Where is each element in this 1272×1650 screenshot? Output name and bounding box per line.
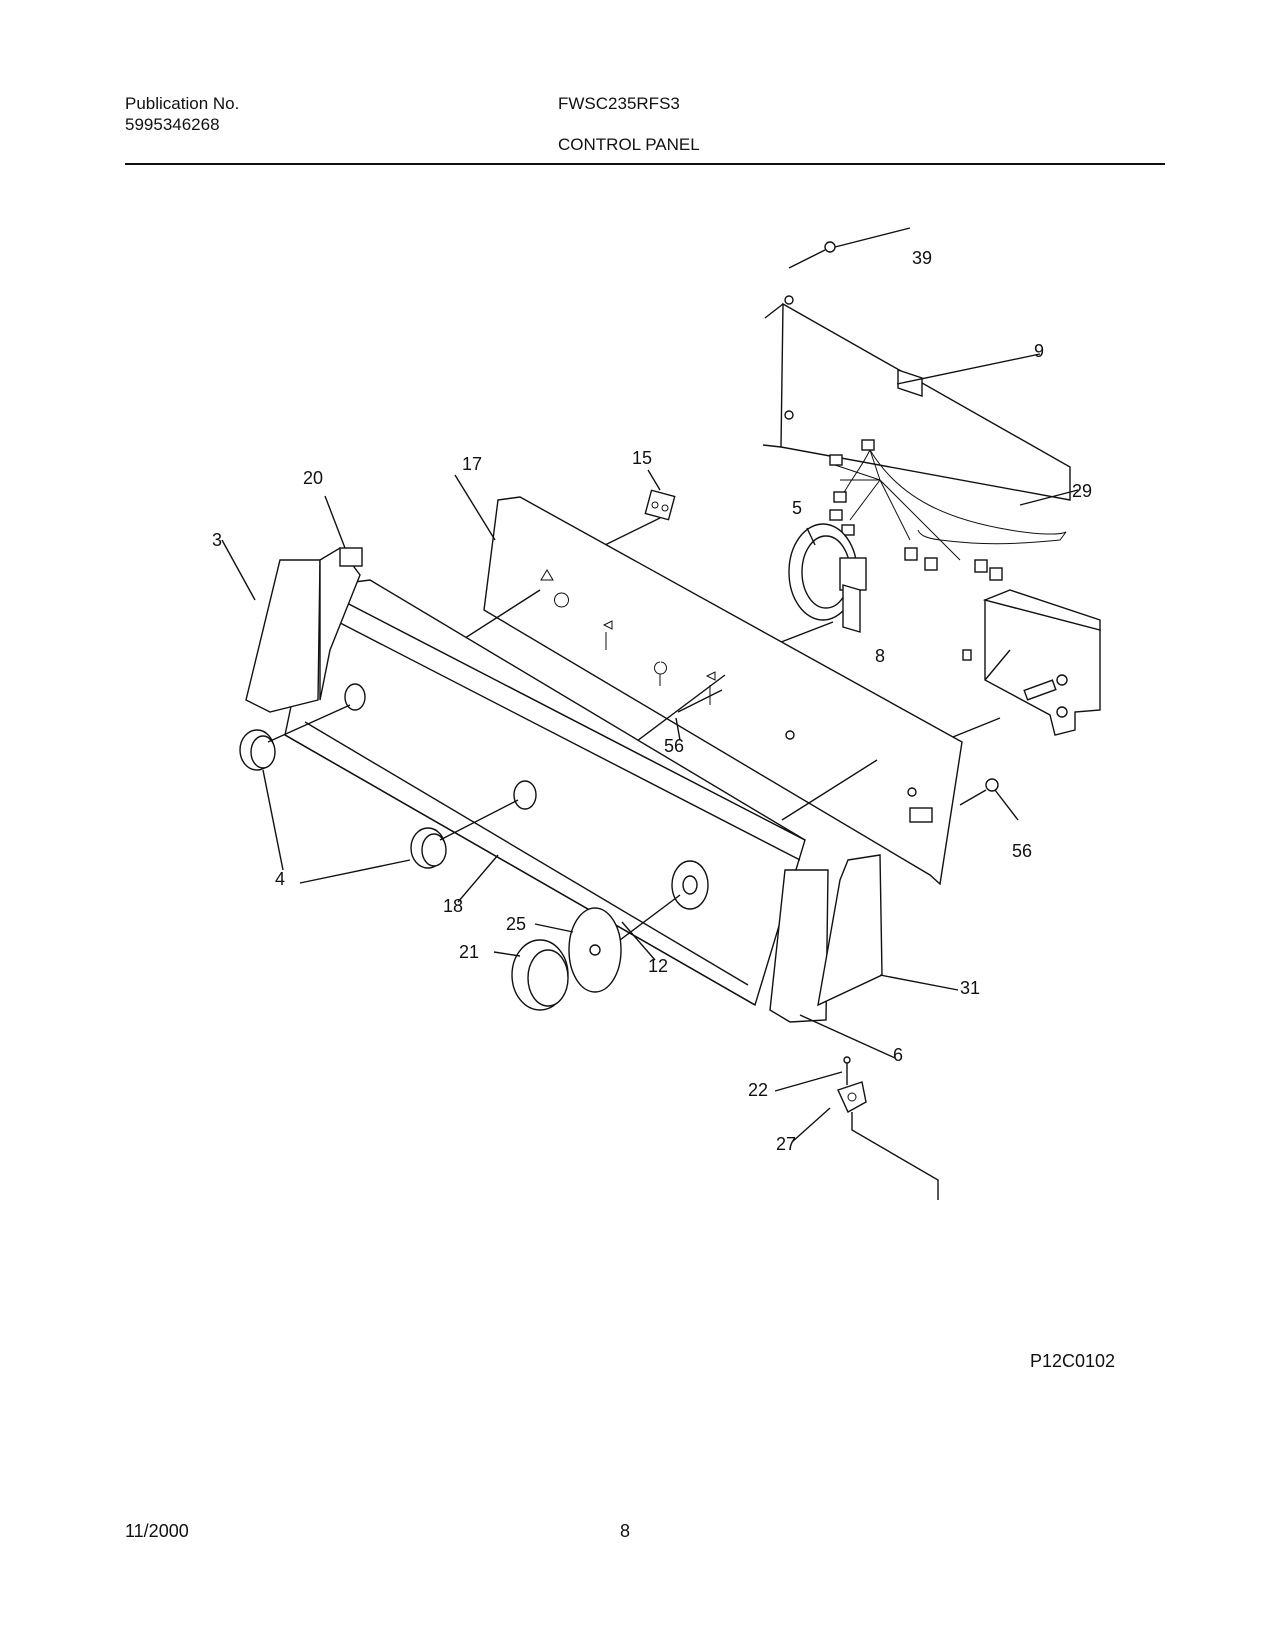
leader-12 [621,921,656,961]
leader-15 [647,469,661,491]
publication-number: 5995346268 [125,115,220,134]
callout-17: 17 [462,454,482,474]
knob-4-upper [239,704,351,771]
callout-4: 4 [275,869,285,889]
callout-5: 5 [792,498,802,518]
footer-date: 11/2000 [125,1521,189,1541]
dial-25 [534,894,681,993]
section-title: CONTROL PANEL [558,135,700,154]
callout-31: 31 [960,978,980,998]
pressure-switch [775,523,867,645]
connector-15 [604,489,676,546]
callout-39: 39 [912,248,932,268]
leader-29 [1019,489,1079,506]
callout-12: 12 [648,956,668,976]
screw-56 [959,778,1019,821]
callout-56-right: 56 [1012,841,1032,861]
console [284,579,806,1007]
callout-29: 29 [1072,481,1092,501]
publication-label: Publication No. [125,94,240,113]
leader-4 [299,859,411,884]
screw-39 [788,227,911,269]
right-end-cap [769,854,959,1059]
callout-27: 27 [776,1134,796,1154]
rear-cover-panel [762,295,1071,501]
callout-21: 21 [459,942,479,962]
leader-4b [262,769,284,871]
callout-15: 15 [632,448,652,468]
wire-harness [829,439,1067,581]
header-divider [125,163,1165,165]
rod-56 [675,689,723,741]
control-panel-backplate [454,474,963,886]
callout-56-upper: 56 [664,736,684,756]
knob-21 [493,939,569,1011]
callout-25: 25 [506,914,526,934]
callout-22: 22 [748,1080,768,1100]
timer [937,589,1101,744]
callout-8: 8 [875,646,885,666]
left-end-cap [221,495,363,713]
model-number: FWSC235RFS3 [558,94,680,113]
callout-20: 20 [303,468,323,488]
page-number: 8 [620,1521,630,1541]
leader-9 [896,353,1041,385]
callout-3: 3 [212,530,222,550]
callout-18: 18 [443,896,463,916]
callout-9: 9 [1034,341,1044,361]
callout-6: 6 [893,1045,903,1065]
knob-4-lower [410,799,519,869]
clip-27 [774,1056,939,1200]
leader-5 [806,527,816,546]
figure-code: P12C0102 [1030,1351,1115,1371]
